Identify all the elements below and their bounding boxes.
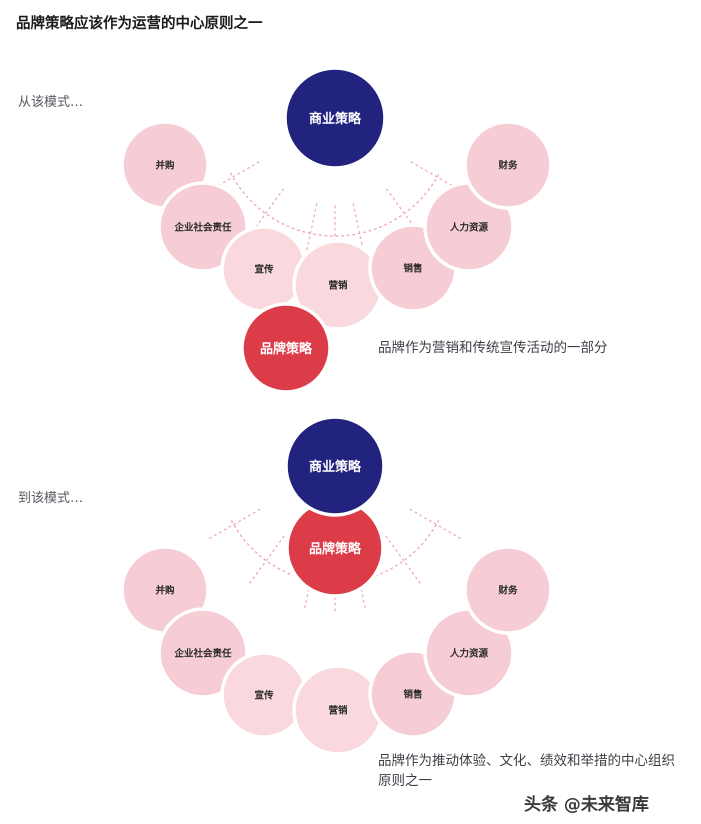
stage-label-from: 从该模式… xyxy=(18,95,84,110)
brand-strategy-label: 品牌策略 xyxy=(260,341,313,357)
satellite-label: 财务 xyxy=(497,160,518,172)
satellite-label: 企业社会责任 xyxy=(173,648,232,660)
satellite-node[interactable]: 企业社会责任 xyxy=(157,607,249,699)
connector-spoke xyxy=(207,508,261,541)
brand-strategy-circle xyxy=(240,302,332,394)
business-strategy-circle xyxy=(284,415,386,517)
satellite-label: 销售 xyxy=(403,689,422,701)
caption-target-model: 品牌作为推动体验、文化、绩效和举措的中心组织原则之一 xyxy=(378,753,675,789)
business-strategy-node[interactable]: 商业策略 xyxy=(283,66,387,170)
page-title: 品牌策略应该作为运营的中心原则之一 xyxy=(16,16,263,32)
satellite-circle xyxy=(157,607,249,699)
satellite-label: 宣传 xyxy=(254,264,274,276)
caption-current-model: 品牌作为营销和传统宣传活动的一部分 xyxy=(378,340,608,356)
satellite-node[interactable]: 宣传 xyxy=(220,225,308,313)
satellite-node[interactable]: 财务 xyxy=(463,545,553,635)
stage-label-to: 到该模式… xyxy=(18,491,84,506)
satellite-node[interactable]: 企业社会责任 xyxy=(157,181,249,273)
satellite-circle xyxy=(157,181,249,273)
satellite-node[interactable]: 宣传 xyxy=(220,651,308,739)
satellite-node[interactable]: 财务 xyxy=(463,120,553,210)
satellite-label: 人力资源 xyxy=(450,222,489,234)
connector-spoke xyxy=(247,535,285,586)
satellite-label: 宣传 xyxy=(254,690,274,702)
watermark: 头条 @未来智库 xyxy=(524,795,649,815)
satellite-label: 并购 xyxy=(155,585,175,597)
satellite-node[interactable]: 营销 xyxy=(292,664,384,756)
brand-strategy-label: 品牌策略 xyxy=(309,541,362,557)
satellite-label: 财务 xyxy=(497,585,518,597)
satellite-label: 人力资源 xyxy=(450,648,489,660)
satellite-label: 营销 xyxy=(328,705,348,717)
brand-strategy-node[interactable]: 品牌策略 xyxy=(285,498,385,598)
satellite-label: 并购 xyxy=(155,160,175,172)
satellite-circle xyxy=(463,545,553,635)
satellite-label: 销售 xyxy=(403,263,422,275)
business-strategy-node[interactable]: 商业策略 xyxy=(284,415,386,517)
business-strategy-circle xyxy=(283,66,387,170)
satellite-circle xyxy=(463,120,553,210)
business-strategy-label: 商业策略 xyxy=(309,459,362,475)
business-strategy-label: 商业策略 xyxy=(309,111,362,127)
satellite-label: 企业社会责任 xyxy=(173,222,232,234)
connector-spoke xyxy=(385,535,423,586)
satellite-label: 营销 xyxy=(328,280,348,292)
brand-strategy-node[interactable]: 品牌策略 xyxy=(240,302,332,394)
connector-spoke xyxy=(409,508,463,541)
